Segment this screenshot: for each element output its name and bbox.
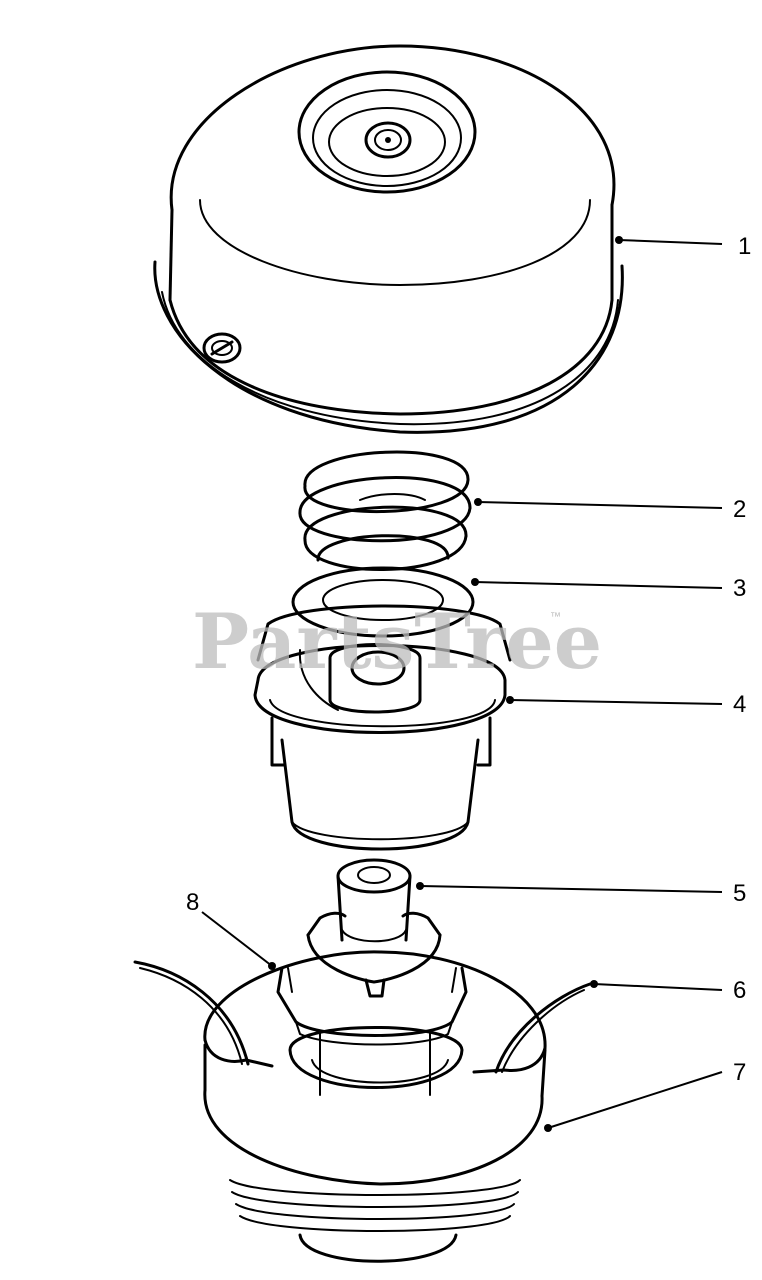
callout-4: 4 [733, 691, 746, 718]
part-7-spool-housing [203, 950, 547, 1263]
leader-5 [419, 885, 723, 893]
watermark: PartsTree ™ [192, 597, 602, 686]
callout-3: 3 [733, 575, 746, 602]
leader-7 [547, 1071, 723, 1129]
leader-5-dot [416, 882, 424, 890]
leader-6 [593, 983, 723, 991]
part-6-trimmer-line [133, 960, 592, 1074]
leader-8 [201, 911, 273, 967]
watermark-text: PartsTree [192, 597, 602, 686]
callout-8: 8 [186, 889, 199, 916]
callout-2: 2 [733, 496, 746, 523]
leader-3-dot [471, 578, 479, 586]
callout-7: 7 [733, 1059, 746, 1086]
leader-lines [201, 236, 723, 1132]
part-4-inner-reel [253, 604, 512, 851]
leader-2 [477, 501, 723, 509]
leader-4-dot [506, 696, 514, 704]
leader-4 [509, 699, 723, 705]
leader-8-dot [268, 962, 276, 970]
callout-6: 6 [733, 977, 746, 1004]
callout-1: 1 [738, 233, 751, 260]
leader-1 [618, 239, 723, 245]
leader-2-dot [474, 498, 482, 506]
cover-screw-icon [202, 332, 242, 364]
leader-1-dot [615, 236, 623, 244]
callout-5: 5 [733, 880, 746, 907]
leader-3 [474, 581, 723, 589]
part-5-hub [306, 858, 442, 998]
watermark-trademark: ™ [550, 611, 561, 623]
part-3-washer [291, 566, 475, 638]
leader-6-dot [590, 980, 598, 988]
leader-7-dot [544, 1124, 552, 1132]
callout-numbers: 1 2 3 4 5 6 7 8 [186, 233, 751, 1086]
part-2-spring [298, 450, 472, 571]
part-1-cover [153, 44, 624, 434]
